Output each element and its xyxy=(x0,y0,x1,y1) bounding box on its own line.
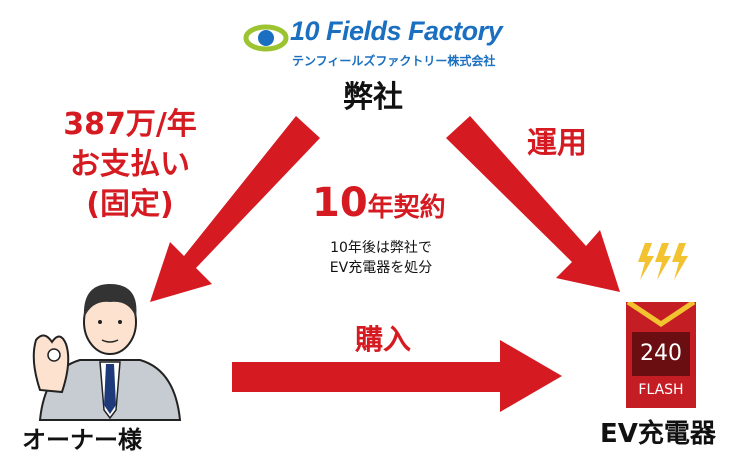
owner-illustration xyxy=(32,284,182,421)
operation-label: 運用 xyxy=(527,126,587,161)
payment-text: お支払い xyxy=(70,147,190,182)
owner-label: オーナー様 xyxy=(22,426,142,454)
contract-note-line2: EV充電器を処分 xyxy=(329,260,433,276)
contract-note: 10年後は弊社で EV充電器を処分 xyxy=(296,238,466,278)
charger-brand: FLASH xyxy=(638,382,684,398)
contract-label: 10年契約 xyxy=(312,180,446,226)
lightning-icon xyxy=(638,243,688,280)
company-label: 弊社 xyxy=(343,80,403,115)
company-logo: 10 Fields Factory xyxy=(290,16,503,46)
payment-arrow xyxy=(150,116,320,302)
charger-label: EV充電器 xyxy=(600,419,716,449)
operation-arrow xyxy=(446,116,620,292)
charger-display: 240 xyxy=(632,332,690,376)
charger-chevron-icon xyxy=(626,302,696,328)
contract-text: 年契約 xyxy=(367,193,446,223)
purchase-label: 購入 xyxy=(355,323,412,356)
logo-icon xyxy=(243,24,289,52)
purchase-arrow xyxy=(232,340,562,412)
ok-hand-icon xyxy=(32,334,70,394)
payment-amount: 387万/年 xyxy=(63,107,197,142)
contract-note-line1: 10年後は弊社で xyxy=(330,240,432,256)
company-logo-subtitle: テンフィールズファクトリー株式会社 xyxy=(292,54,496,68)
payment-fixed: (固定) xyxy=(86,187,174,222)
payment-label: 387万/年 お支払い (固定) xyxy=(40,105,220,225)
contract-years: 10 xyxy=(312,180,368,226)
